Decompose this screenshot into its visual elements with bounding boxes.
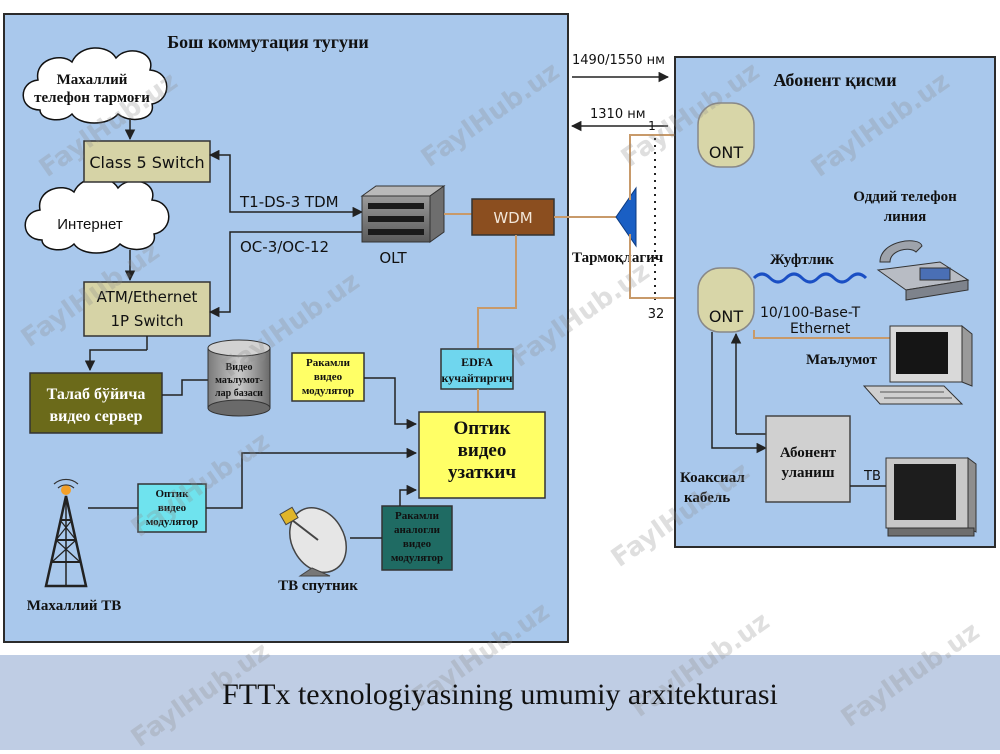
optical-video-transmitter: Оптик видео узаткич (418, 411, 546, 499)
slide-caption: FTTx texnologiyasining umumiy arxitektur… (222, 678, 778, 711)
ethernet-label-1: 10/100-Base-T (760, 305, 861, 321)
internet-cloud-label: Интернет (57, 216, 123, 233)
video-db-line-2: маълумот- (215, 375, 263, 386)
oc-link (208, 231, 362, 318)
optical-mod-line-2: видео (158, 502, 187, 514)
television-icon (885, 457, 977, 537)
video-database: Видео маълумот- лар базаси (207, 339, 271, 417)
class5-switch: Class 5 Switch (83, 140, 211, 183)
ethernet-label-2: Ethernet (790, 321, 851, 337)
ont-bottom-label: ONT (709, 307, 744, 326)
video-db-line-3: лар базаси (215, 388, 263, 399)
port-last-label: 32 (648, 307, 665, 322)
phone-line-label-2: линия (884, 209, 926, 225)
port-first-label: 1 (648, 119, 656, 133)
vod-server-line-1: Талаб бўйича (47, 386, 146, 403)
digital-video-modulator: Ракамли видео модулятор (291, 352, 365, 402)
satellite-label: ТВ спутник (278, 578, 358, 594)
analog-mod-to-tx-link (399, 484, 418, 506)
telephone-icon (876, 240, 970, 301)
digital-mod-line-3: модулятор (302, 385, 354, 397)
twisted-pair-cable (752, 272, 868, 284)
analog-mod-line-4: модулятор (391, 552, 443, 564)
subscriber-box-line-2: уланиш (782, 465, 835, 481)
local-phone-network-cloud: Махаллий телефон тармоғи (22, 47, 168, 124)
olt-device: OLT (360, 185, 446, 267)
wdm-device: WDM (471, 198, 555, 236)
local-tv-label: Махаллий ТВ (27, 598, 121, 614)
subscriber-box-line-1: Абонент (780, 445, 837, 461)
olt-label: OLT (379, 249, 407, 267)
edfa-line-2: кучайтиргич (441, 371, 512, 385)
coax-cable-1 (711, 332, 768, 454)
computer-icon (862, 324, 973, 405)
tv-label: ТВ (863, 469, 881, 484)
central-node-title: Бош коммутация тугуни (167, 32, 368, 52)
wdm-edfa-fiber (477, 235, 517, 348)
optical-mod-to-tx-link (206, 447, 418, 509)
edfa-line-1: EDFA (461, 355, 493, 369)
optical-mod-line-3: модулятор (146, 516, 198, 528)
phone-line-label-1: Оддий телефон (853, 189, 957, 205)
class5-switch-label: Class 5 Switch (89, 153, 204, 172)
vod-to-db-link (162, 379, 208, 396)
downstream-wavelength: 1490/1550 нм (572, 53, 665, 68)
ont-top: ONT (697, 102, 755, 168)
optical-video-modulator: Оптик видео модулятор (137, 483, 207, 533)
subscriber-panel-title: Абонент қисми (773, 70, 896, 90)
oc-link-label: OC-3/OC-12 (240, 238, 329, 256)
optical-tx-line-1: Оптик (454, 418, 511, 439)
video-on-demand-server: Талаб бўйича видео сервер (29, 372, 163, 434)
splitter-label: Тармоқлагич (572, 250, 664, 266)
digital-mod-line-1: Ракамли (306, 357, 351, 369)
coax-label-1: Коаксиал (680, 470, 745, 486)
subscriber-connection-box: Абонент уланиш (765, 415, 851, 503)
caption-bar (0, 655, 1000, 750)
analog-digital-video-modulator: Ракамли аналогли видео модулятор (381, 505, 453, 571)
internet-cloud: Интернет (24, 177, 170, 254)
atm-to-vod-arrow (84, 349, 147, 372)
digital-mod-line-2: видео (314, 371, 343, 383)
optical-tx-line-3: узаткич (448, 462, 516, 483)
atm-ethernet-switch: ATM/Ethernet 1P Switch (83, 281, 211, 337)
edfa-amplifier: EDFA кучайтиргич (440, 348, 514, 390)
tdm-link (208, 149, 364, 218)
wdm-label: WDM (493, 209, 532, 227)
ethernet-cable (753, 330, 890, 339)
ont-top-label: ONT (709, 143, 744, 162)
data-label: Маълумот (806, 352, 877, 368)
upstream-wavelength: 1310 нм (590, 107, 646, 122)
satellite-dish-icon (279, 506, 347, 577)
coax-label-2: кабель (684, 490, 730, 506)
optical-mod-line-1: Оптик (156, 488, 190, 500)
digital-mod-to-tx-link (364, 377, 418, 430)
tv-tower-icon (44, 478, 88, 588)
optical-splitter (615, 186, 637, 248)
phone-cloud-line-2: телефон тармоғи (34, 90, 150, 106)
tdm-link-label: T1-DS-3 TDM (239, 193, 339, 211)
ont-bottom: ONT (697, 267, 755, 333)
phone-cloud-line-1: Махаллий (57, 72, 128, 88)
analog-mod-line-3: видео (403, 538, 432, 550)
analog-mod-line-2: аналогли (394, 524, 441, 536)
analog-mod-line-1: Ракамли (395, 510, 440, 522)
twisted-pair-label: Жуфтлик (770, 252, 834, 268)
optical-tx-line-2: видео (458, 440, 507, 461)
vod-server-line-2: видео сервер (50, 408, 143, 425)
atm-switch-line-1: ATM/Ethernet (97, 288, 198, 306)
atm-switch-line-2: 1P Switch (111, 312, 184, 330)
video-db-line-1: Видео (226, 362, 253, 373)
